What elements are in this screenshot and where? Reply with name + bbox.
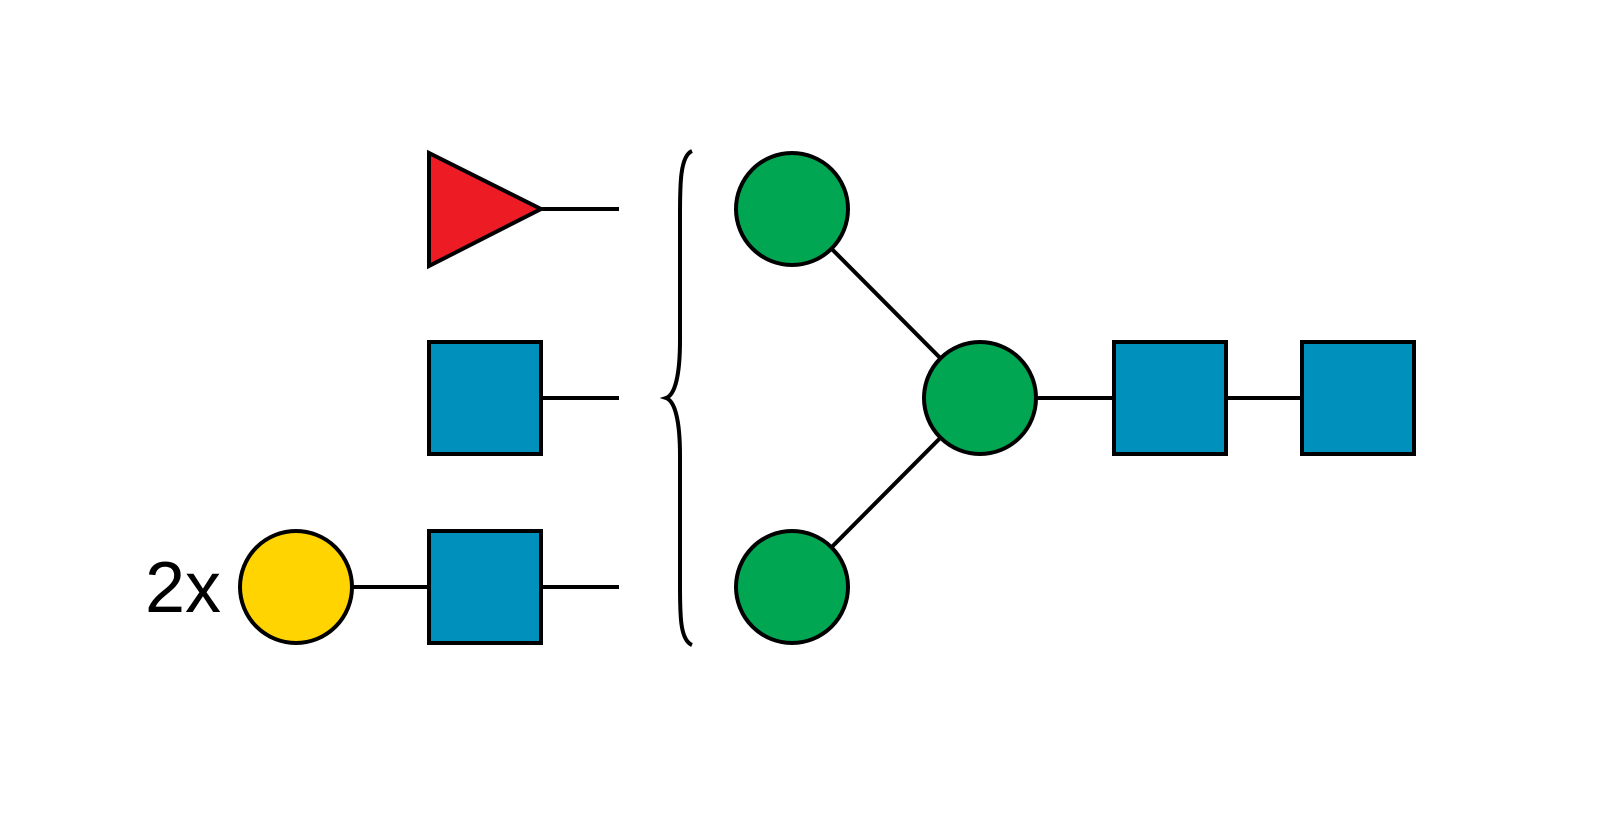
- antenna-bracket: [659, 149, 694, 647]
- glcnac-1-square: [1112, 340, 1228, 456]
- glcnac-2-square: [1300, 340, 1416, 456]
- fucose-triangle: [427, 149, 546, 270]
- multiplier-label: 2x: [145, 548, 221, 628]
- mannose-lower-circle: [734, 529, 850, 645]
- mannose-upper-circle: [734, 151, 850, 267]
- glcnac-antenna-square: [427, 340, 543, 456]
- lacnac-glcnac-square: [427, 529, 543, 645]
- mannose-branch-circle: [922, 340, 1038, 456]
- galactose-circle: [238, 529, 354, 645]
